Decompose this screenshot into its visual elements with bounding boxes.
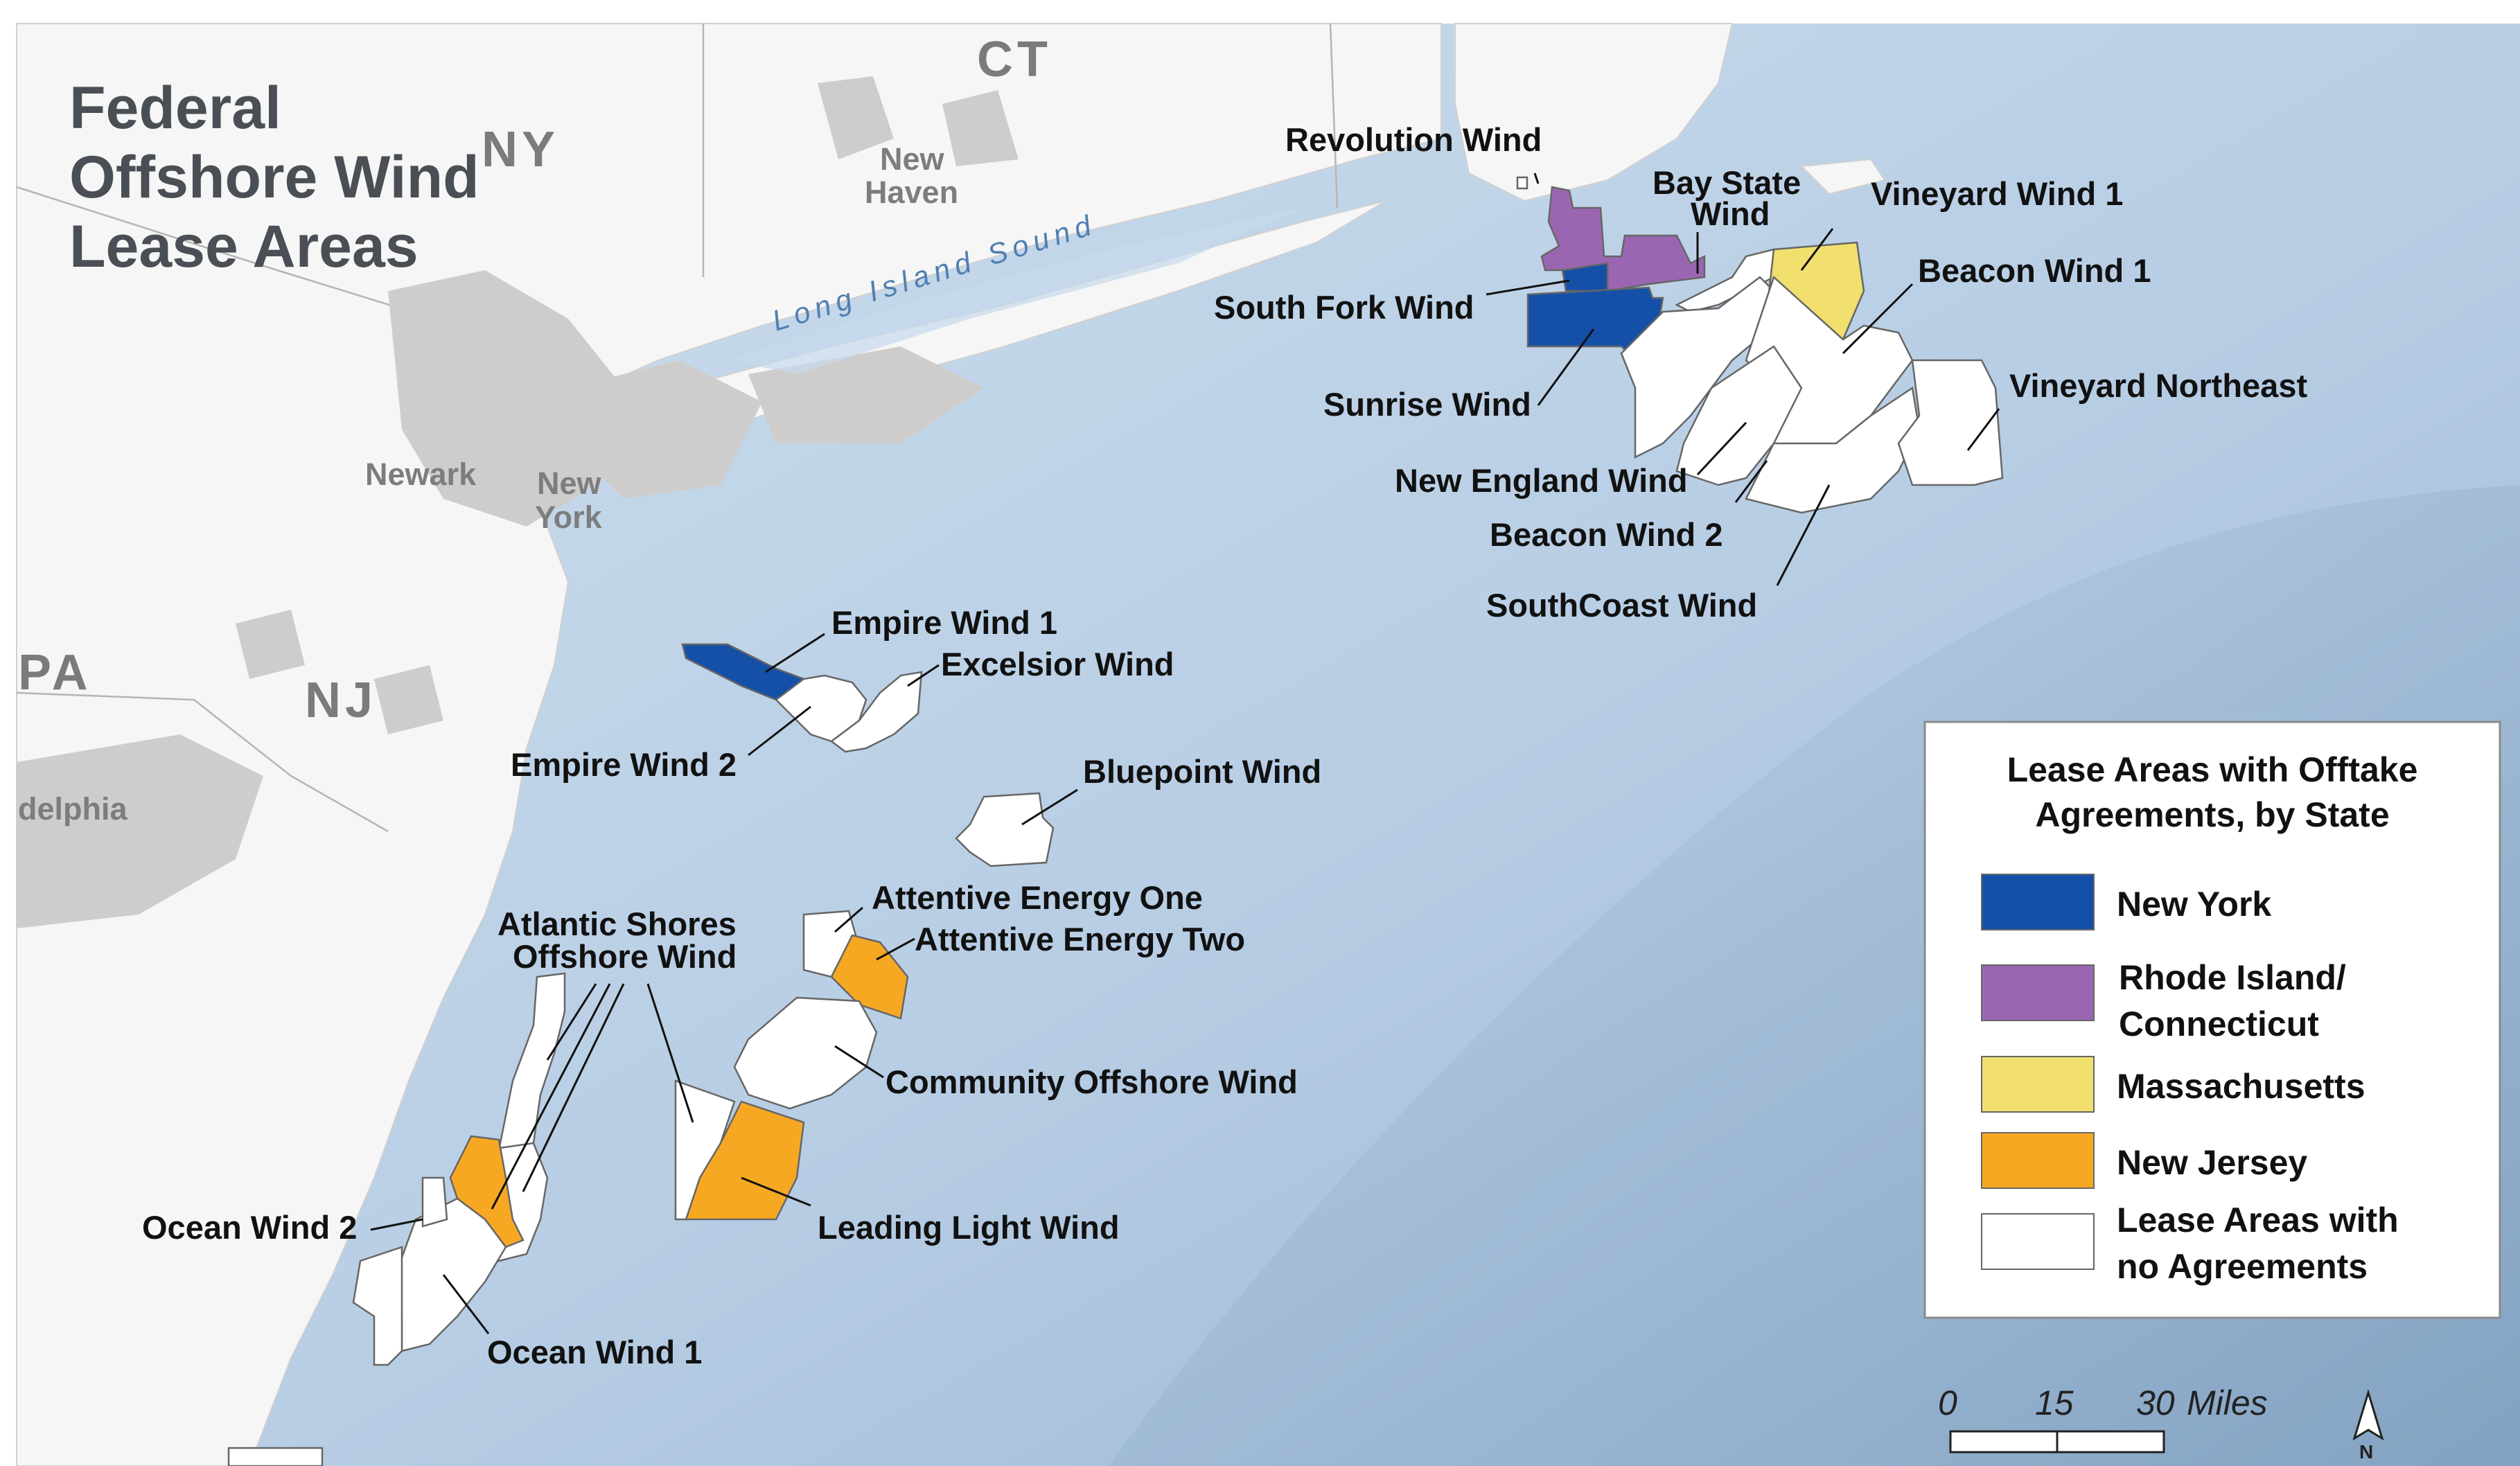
label-leading-light-wind: Leading Light Wind xyxy=(818,1209,1120,1246)
north-arrow-icon xyxy=(2352,1388,2384,1441)
legend-label-massachusetts: Massachusetts xyxy=(2117,1067,2365,1106)
label-empire-wind-1: Empire Wind 1 xyxy=(831,604,1057,641)
label-atlantic-shores-1: Atlantic Shores xyxy=(497,906,737,942)
label-bay-state-wind-1: Bay State xyxy=(1653,164,1801,201)
city-label-new-york-1: New xyxy=(537,466,602,501)
legend-swatch-new-york xyxy=(1981,874,2095,930)
label-community-offshore-wind: Community Offshore Wind xyxy=(885,1063,1298,1100)
label-beacon-wind-2: Beacon Wind 2 xyxy=(1490,516,1722,553)
lease-area-atlantic-shores-north xyxy=(497,972,566,1151)
scale-tick-0: 0 xyxy=(1938,1384,1957,1422)
north-arrow: N xyxy=(2352,1388,2384,1463)
lease-area-revolution-wind xyxy=(1540,186,1706,292)
title-line-1: Federal xyxy=(69,75,281,141)
scale-segment-1 xyxy=(1949,1430,2059,1454)
city-label-newark: Newark xyxy=(365,457,477,492)
label-bay-state-wind-2: Wind xyxy=(1691,195,1770,232)
legend-label-rhode-island-1: Rhode Island/ xyxy=(2119,958,2346,997)
legend-label-rhode-island-2: Connecticut xyxy=(2119,1005,2319,1043)
label-sunrise-wind: Sunrise Wind xyxy=(1323,386,1531,423)
legend-swatch-rhode-island-connecticut xyxy=(1981,964,2095,1021)
scale-bar: 0 15 30 Miles xyxy=(1938,1384,2268,1454)
state-label-ct: CT xyxy=(977,32,1052,87)
label-beacon-wind-1: Beacon Wind 1 xyxy=(1918,252,2151,289)
label-atlantic-shores-2: Offshore Wind xyxy=(513,938,737,975)
mainland xyxy=(16,23,1442,1466)
title-line-2: Offshore Wind xyxy=(69,144,479,211)
map-title: Federal Offshore Wind Lease Areas xyxy=(69,75,479,280)
lease-area-ocean-wind-2 xyxy=(449,1135,525,1248)
label-southcoast-wind: SouthCoast Wind xyxy=(1486,587,1757,624)
city-label-new-haven-1: New xyxy=(880,141,945,177)
lease-area-vineyard-northeast xyxy=(1897,359,2004,486)
lease-area-new-england-wind xyxy=(1620,276,1775,459)
legend-label-no-agreements-1: Lease Areas with xyxy=(2117,1201,2399,1239)
label-bluepoint-wind: Bluepoint Wind xyxy=(1083,753,1321,790)
leader-lines xyxy=(370,173,2000,1334)
legend-swatch-no-agreements xyxy=(1981,1213,2095,1270)
legend-label-new-york: New York xyxy=(2117,885,2271,924)
legend-label-no-agreements-2: no Agreements xyxy=(2117,1247,2368,1286)
state-label-ny: NY xyxy=(482,122,559,177)
lease-area-bottom-edge xyxy=(227,1447,324,1466)
lease-area-beacon-wind-2 xyxy=(1675,345,1803,486)
label-empire-wind-2: Empire Wind 2 xyxy=(511,746,737,783)
legend-swatch-new-jersey xyxy=(1981,1132,2095,1189)
legend-title-1: Lease Areas with Offtake xyxy=(2007,750,2418,789)
label-ocean-wind-1: Ocean Wind 1 xyxy=(487,1334,702,1370)
label-new-england-wind: New England Wind xyxy=(1395,462,1688,499)
north-arrow-label: N xyxy=(2359,1441,2373,1463)
label-attentive-energy-two: Attentive Energy Two xyxy=(915,921,1245,957)
label-excelsior-wind: Excelsior Wind xyxy=(941,646,1174,682)
city-label-new-haven-2: Haven xyxy=(865,175,958,210)
scale-unit: Miles xyxy=(2187,1384,2268,1422)
scale-segment-2 xyxy=(2056,1430,2165,1454)
label-south-fork-wind: South Fork Wind xyxy=(1214,289,1474,326)
lease-area-attentive-energy-two xyxy=(830,934,909,1020)
lease-area-small-nj-1 xyxy=(421,1176,448,1228)
lease-area-ocean-wind-1-west xyxy=(352,1246,403,1366)
urban-areas xyxy=(17,76,1019,928)
legend-swatch-massachusetts xyxy=(1981,1056,2095,1113)
cape-cod-islands xyxy=(1454,23,1734,202)
nantucket xyxy=(1799,158,1886,195)
lease-area-empire-wind-2 xyxy=(775,674,867,743)
state-label-pa: PA xyxy=(18,645,92,700)
legend: Lease Areas with Offtake Agreements, by … xyxy=(1923,721,2501,1319)
label-vineyard-wind-1: Vineyard Wind 1 xyxy=(1871,175,2123,212)
city-label-new-york-2: York xyxy=(535,500,603,535)
title-line-3: Lease Areas xyxy=(69,213,418,280)
scale-tick-15: 15 xyxy=(2035,1384,2074,1422)
label-attentive-energy-one: Attentive Energy One xyxy=(872,879,1203,916)
city-label-philadelphia: delphia xyxy=(18,791,127,827)
label-revolution-wind: Revolution Wind xyxy=(1285,121,1542,158)
legend-label-new-jersey: New Jersey xyxy=(2117,1143,2307,1182)
legend-title-2: Agreements, by State xyxy=(2035,795,2389,834)
label-ocean-wind-2: Ocean Wind 2 xyxy=(142,1209,357,1246)
lease-area-small-marker xyxy=(1516,176,1528,190)
lease-area-bluepoint-wind xyxy=(955,792,1055,867)
lease-area-excelsior-wind xyxy=(829,671,923,753)
state-label-nj: NJ xyxy=(305,673,377,728)
scale-tick-30: 30 xyxy=(2136,1384,2175,1422)
lease-area-community-offshore-wind xyxy=(733,996,878,1110)
label-vineyard-northeast: Vineyard Northeast xyxy=(2009,367,2307,404)
